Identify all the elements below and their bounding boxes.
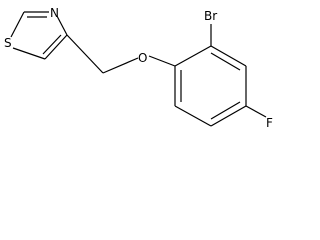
linker: [66, 34, 139, 74]
thiazole-ring: [10, 11, 68, 60]
bond-c4-c5-inner: [210, 101, 241, 120]
bond-c2-c3: [210, 45, 247, 67]
bond-c5-s: [12, 47, 46, 60]
bond-c4-c5-inner: [42, 34, 62, 55]
bond-n-c4: [56, 15, 68, 36]
bond-ch2-o: [102, 57, 139, 74]
bromine-label: Br: [204, 9, 217, 23]
bond-o-c1: [148, 55, 176, 67]
fluorine-label: F: [266, 116, 273, 130]
bond-c4-c5: [44, 34, 68, 60]
oxygen-label: O: [138, 51, 147, 65]
bond-s-c2: [10, 11, 25, 38]
substituents: [210, 24, 267, 118]
sulfur-label: S: [4, 36, 12, 50]
bond-c5-c6: [174, 105, 212, 127]
bond-c2-c3-inner: [210, 52, 241, 71]
nitrogen-label: N: [50, 6, 59, 20]
bond-c1-c2: [174, 45, 212, 67]
bond-c4-f: [245, 105, 267, 118]
molecule-structure: S N O Br F: [4, 6, 273, 130]
benzene-ring: [148, 45, 247, 127]
bond-c4-ch2: [66, 34, 104, 74]
bond-c4-c5: [210, 105, 247, 127]
